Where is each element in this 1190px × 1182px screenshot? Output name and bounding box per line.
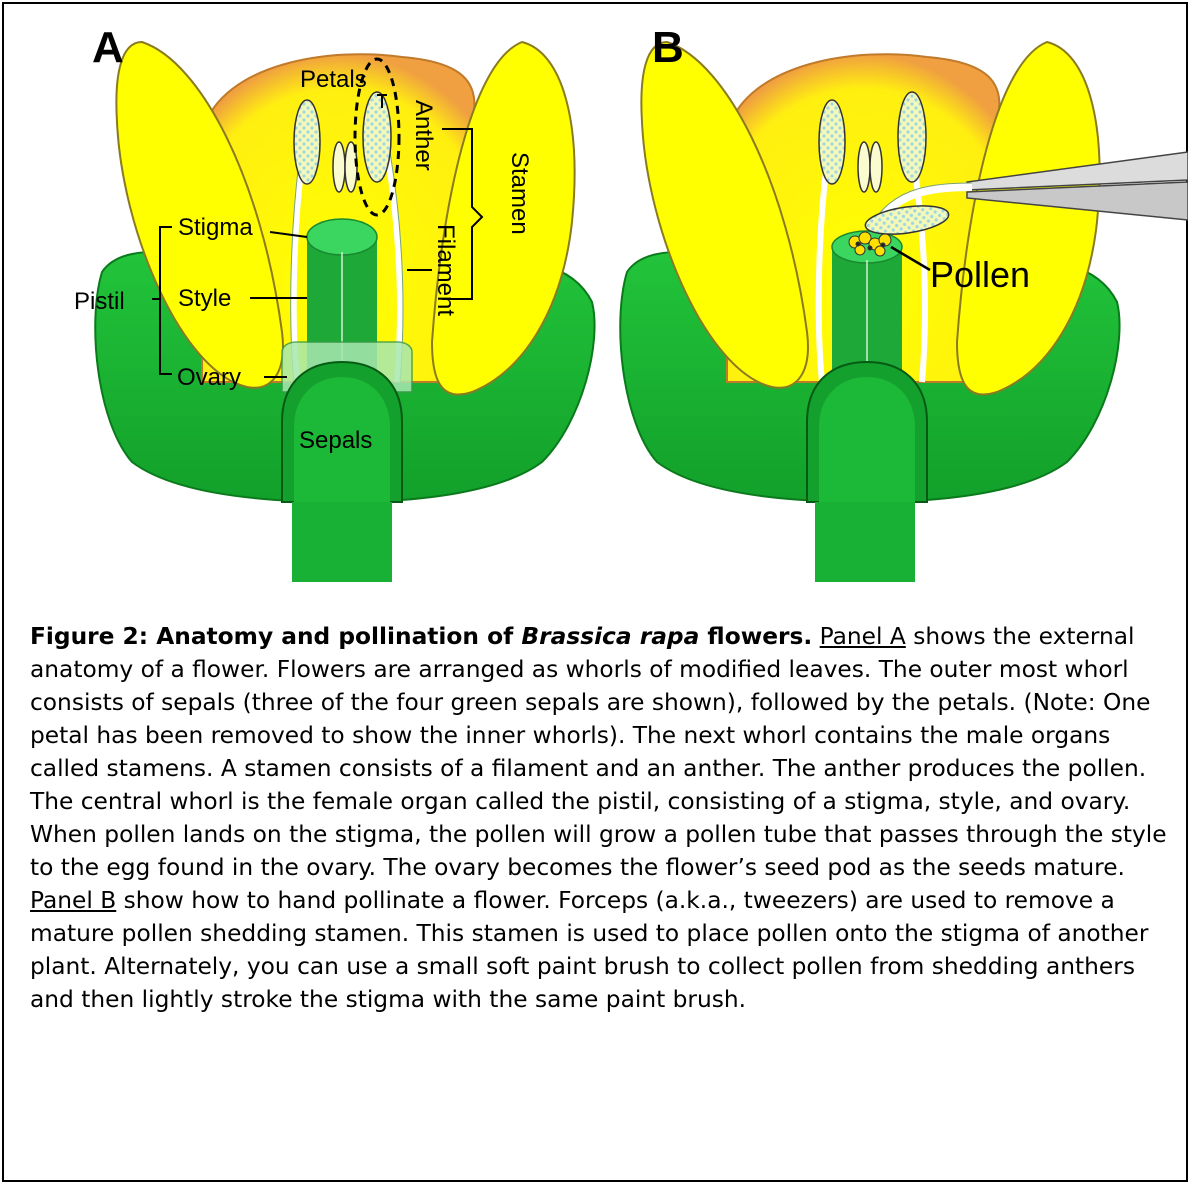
stem-block-b [815, 502, 915, 582]
figure-illustration: A Petals Anther Stamen Filament Stigma S… [2, 2, 1188, 602]
caption-title-species: Brassica rapa [521, 623, 699, 650]
label-stigma: Stigma [178, 214, 253, 241]
label-sepals: Sepals [299, 427, 372, 454]
caption-text-1: shows the external anatomy of a flower. … [30, 623, 1167, 881]
stigma-a [307, 219, 377, 255]
panel-a-reference: Panel A [820, 623, 906, 650]
label-pistil: Pistil [74, 288, 125, 315]
panel-b-letter: B [652, 23, 684, 72]
stem-block-a [292, 502, 392, 582]
caption-title-prefix: Figure 2: Anatomy and pollination of [30, 623, 521, 650]
panel-b: B Pollen [620, 23, 1188, 582]
label-style: Style [178, 285, 231, 312]
label-filament: Filament [432, 224, 459, 316]
figure-caption: Figure 2: Anatomy and pollination of Bra… [30, 620, 1180, 1016]
front-sepal-inner-b [819, 377, 915, 502]
label-petals: Petals [300, 66, 367, 93]
panel-a-letter: A [92, 23, 124, 72]
caption-title-suffix: flowers. [699, 623, 812, 650]
label-ovary: Ovary [177, 364, 241, 391]
panel-a: A Petals Anther Stamen Filament Stigma S… [74, 23, 595, 582]
caption-text-2: show how to hand pollinate a flower. For… [30, 887, 1148, 1013]
label-stamen: Stamen [506, 152, 533, 235]
panel-b-reference: Panel B [30, 887, 116, 914]
label-anther: Anther [410, 100, 437, 171]
label-pollen: Pollen [930, 254, 1030, 295]
